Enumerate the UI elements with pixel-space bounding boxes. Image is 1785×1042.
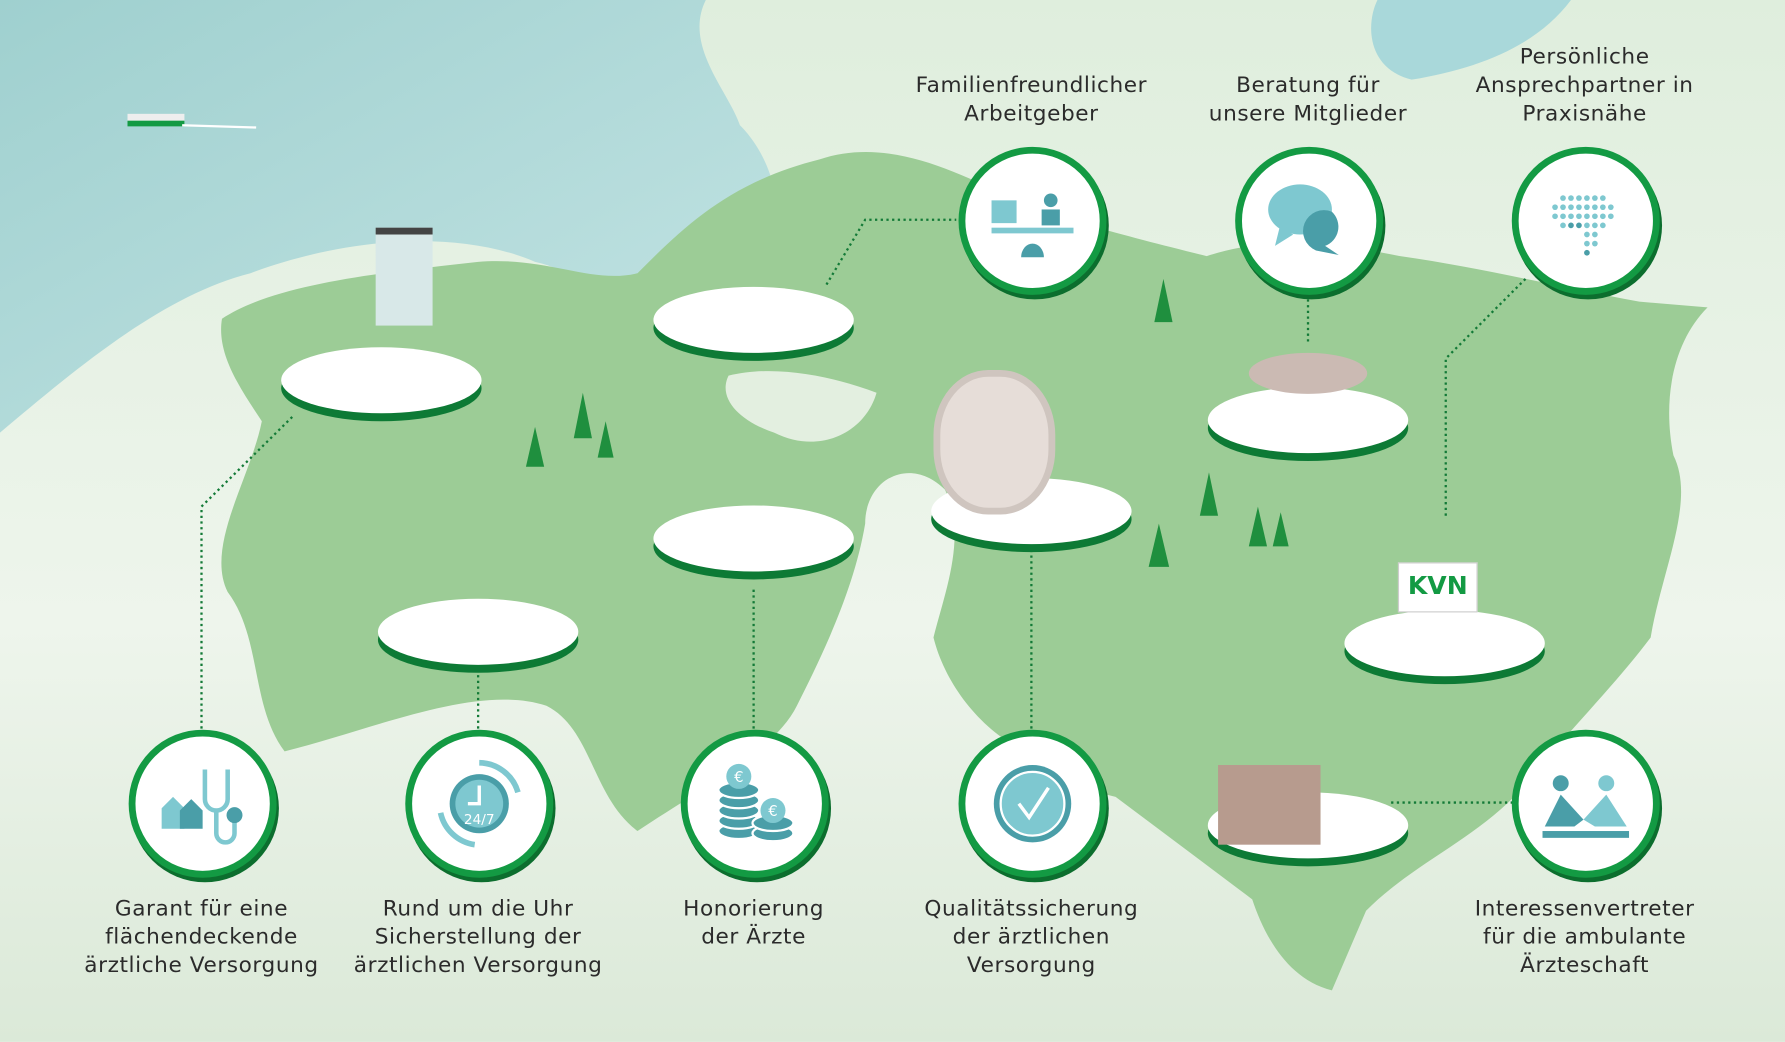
family-work-balance-icon (958, 146, 1107, 295)
clock-24-7-text: 24/7 (464, 812, 495, 828)
arm-wrestling-icon (1511, 729, 1660, 878)
meeting-desk (1218, 764, 1321, 845)
ship (127, 113, 257, 129)
stethoscope-house-icon (128, 729, 277, 878)
lake (725, 371, 877, 442)
speech-bubbles-icon (1235, 146, 1384, 295)
trees (525, 278, 1289, 567)
scene-planning-platform (281, 347, 482, 414)
scene-handshake-platform (653, 505, 854, 572)
scene-playground-platform (653, 286, 854, 353)
sea-northeast (1371, 0, 1571, 80)
flipchart (375, 227, 433, 326)
dotted-map-icon (1511, 146, 1660, 295)
round-table (1248, 352, 1368, 394)
scene-exam-room-platform (377, 598, 579, 665)
clock-24-7-icon: 24/7 (405, 729, 554, 878)
mri-scanner (933, 369, 1056, 515)
checkmark-icon (958, 729, 1107, 878)
scene-kvn-group-platform (1344, 610, 1545, 677)
kvn-sign: KVN (1397, 562, 1478, 613)
euro-symbol: € (734, 769, 743, 786)
euro-symbol: € (768, 803, 777, 820)
scene-consultation-platform (1207, 387, 1409, 454)
sea (0, 0, 777, 433)
euro-coins-icon: €€ (680, 729, 829, 878)
